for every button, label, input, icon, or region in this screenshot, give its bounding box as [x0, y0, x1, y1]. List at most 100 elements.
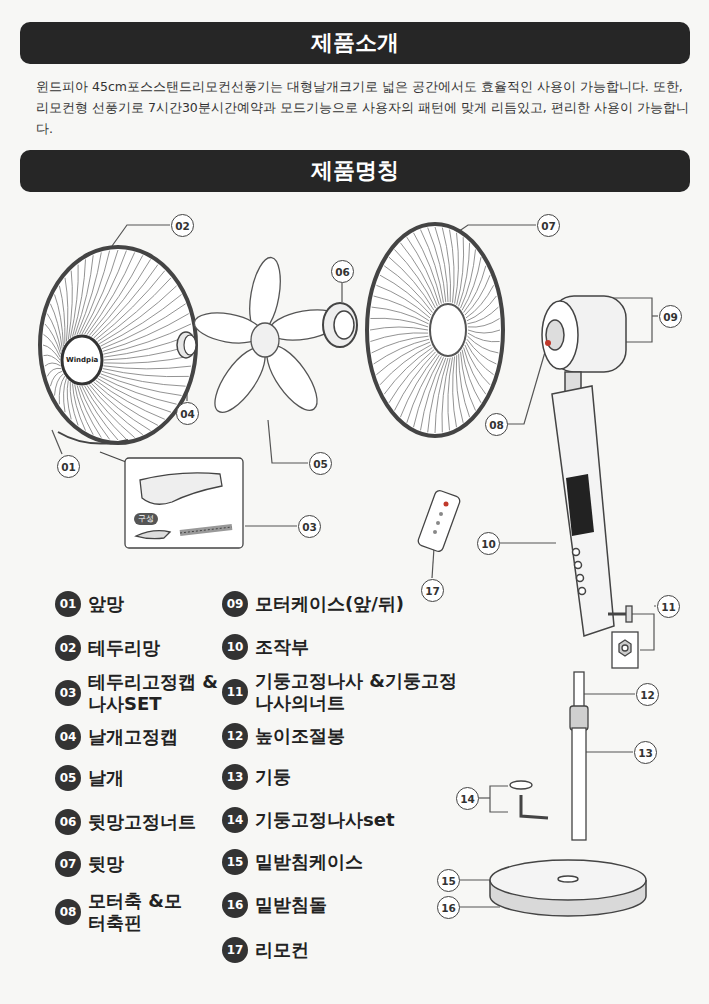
part-number-badge: 12: [222, 723, 248, 749]
part-name: 기둥: [255, 766, 291, 788]
rear-grille: [466, 342, 494, 375]
front-grille: [77, 252, 101, 334]
part-list-item: 04날개고정캡: [55, 724, 178, 750]
screw-set: [521, 795, 548, 818]
part-number-badge: 02: [55, 635, 81, 661]
front-grille: [67, 380, 71, 419]
base: [558, 876, 578, 882]
control-column: [579, 588, 586, 595]
section-title: 제품명칭: [311, 156, 399, 186]
front-grille: [101, 295, 182, 347]
part-number-badge: 03: [55, 680, 81, 706]
cap-inset: [125, 458, 243, 548]
control-column: [577, 575, 584, 582]
front-grille: [40, 247, 196, 443]
front-grille: [75, 255, 94, 335]
part-name: 날개: [88, 767, 124, 789]
part-list-item: 08 모터축 &모터축핀: [55, 890, 198, 933]
inset-tag: 구성: [134, 513, 158, 525]
callout-number: 15: [437, 869, 460, 892]
pole: [570, 706, 588, 730]
rear-grille: [370, 227, 500, 433]
rear-grille: [370, 327, 428, 330]
rear-grille: [468, 319, 500, 328]
rear-grille: [389, 350, 434, 403]
part-name: 모터케이스(앞/뒤): [255, 593, 404, 615]
callout-number: 14: [456, 787, 479, 810]
column-screw: [608, 606, 638, 668]
part-list-item: 06뒷망고정너트: [55, 809, 196, 835]
part-name: 밑받침돌: [255, 894, 327, 916]
remote-control: [417, 489, 461, 552]
rear-grille: [453, 356, 457, 427]
leader-line: [341, 283, 342, 302]
motor-case: [542, 301, 578, 369]
remote-control: [436, 521, 440, 525]
front-grille: [73, 383, 86, 430]
screw-set: [510, 781, 548, 818]
control-column: [566, 474, 594, 536]
rear-grille: [450, 230, 455, 303]
part-number-badge: 13: [222, 764, 248, 790]
front-grille: [55, 374, 64, 396]
column-screw: [612, 632, 638, 668]
rear-grille: [380, 275, 431, 315]
part-list-item: 16밑받침돌: [222, 892, 327, 918]
part-list-item: 09모터케이스(앞/뒤): [222, 591, 404, 617]
rear-grille: [461, 352, 476, 411]
rear-grille: [384, 348, 432, 395]
part-number-badge: 10: [222, 634, 248, 660]
front-grille: [77, 385, 101, 437]
column-screw: [626, 606, 632, 622]
part-list-item: 12높이조절봉: [222, 723, 345, 749]
part-number-badge: 08: [55, 899, 81, 925]
front-grille: [103, 314, 189, 352]
part-name: 기둥고정나사set: [255, 809, 395, 831]
part-name: 뒷망: [88, 853, 124, 875]
leader-line: [245, 525, 297, 526]
remote-control: [433, 530, 437, 534]
front-grille: [80, 386, 110, 440]
cap-inset: [100, 452, 243, 548]
part-list-item: 13 기둥: [222, 764, 291, 790]
rear-grille: [455, 233, 459, 304]
rear-grille: [462, 350, 481, 403]
part-list-item: 02테두리망: [55, 635, 160, 661]
part-name: 앞망: [88, 593, 124, 615]
rear-grille: [374, 296, 430, 321]
cap-inset: [180, 527, 232, 533]
rear-grille: [400, 243, 437, 306]
front-grille: [92, 383, 151, 430]
front-grille: [103, 366, 191, 369]
front-grille: [43, 250, 193, 440]
rear-grille: [464, 266, 486, 313]
part-number-badge: 15: [222, 849, 248, 875]
rear-grille: [465, 345, 490, 385]
callout-number: 13: [634, 741, 657, 764]
front-grille: [99, 286, 176, 344]
motor-case: [546, 320, 564, 350]
column-screw: [619, 640, 631, 656]
part-name: 기둥고정나사 &기둥고정나사의너트: [255, 670, 470, 713]
cap-inset: [180, 527, 232, 533]
remote-control: [444, 502, 449, 507]
front-grille: [85, 386, 127, 440]
rear-grille: [421, 357, 444, 430]
front-grille: [59, 376, 65, 404]
leader-line: [490, 786, 508, 812]
rear-nut: [323, 303, 357, 347]
base: [490, 860, 646, 916]
leader-line: [460, 906, 500, 907]
fan-blade: [192, 255, 343, 420]
intro-paragraph: 윈드피아 45cm포스스탠드리모컨선풍기는 대형날개크기로 넓은 공간에서도 효…: [36, 76, 691, 139]
front-grille: [70, 265, 78, 338]
rear-grille: [370, 333, 428, 342]
rear-grille: [407, 237, 440, 305]
part-list-item: 14기둥고정나사set: [222, 807, 395, 833]
rear-nut: [323, 303, 357, 347]
front-grille: [64, 378, 67, 412]
part-name: 모터축 &모터축핀: [88, 890, 198, 933]
part-number-badge: 05: [55, 765, 81, 791]
front-grille: [98, 378, 171, 412]
